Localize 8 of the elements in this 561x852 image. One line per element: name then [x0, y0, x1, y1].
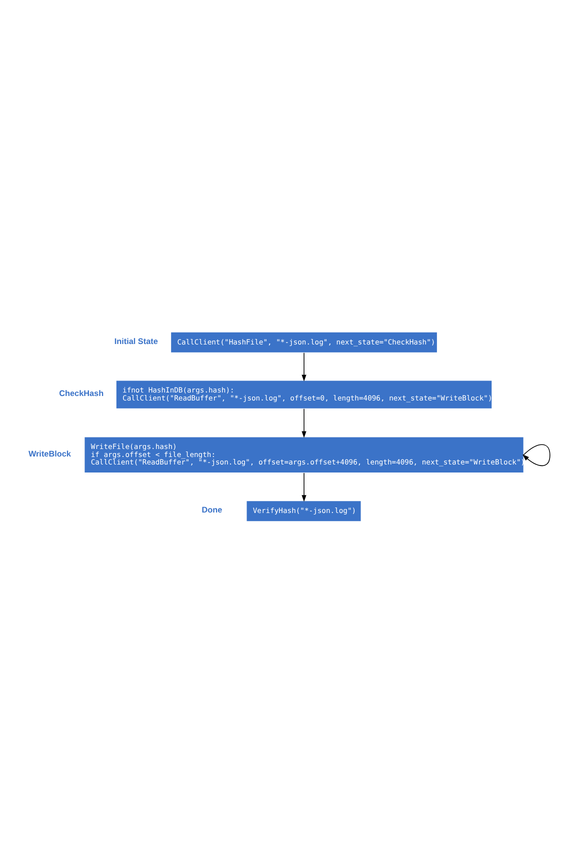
node-label: Done	[202, 505, 222, 514]
arrow	[302, 352, 306, 381]
node-label: WriteBlock	[28, 448, 71, 458]
arrow	[302, 472, 306, 502]
node-label: CheckHash	[59, 388, 104, 398]
arrow	[522, 444, 550, 466]
node-label: Initial State	[114, 336, 158, 346]
arrow	[302, 408, 306, 438]
